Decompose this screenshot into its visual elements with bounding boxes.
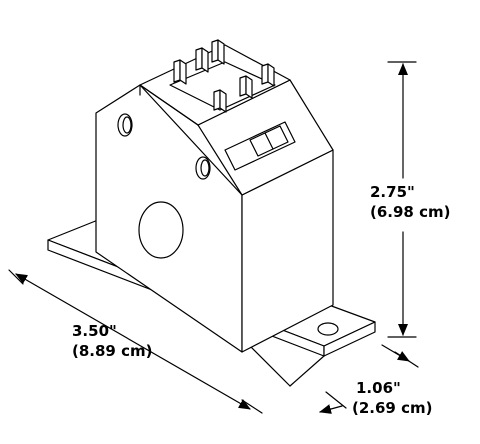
height-imperial-label: 2.75" <box>370 183 415 201</box>
terminal-pin-4 <box>213 89 227 113</box>
length-metric-label: (8.89 cm) <box>72 342 153 360</box>
width-imperial-label: 1.06" <box>356 379 401 397</box>
conductor-aperture <box>138 201 184 259</box>
base-plate-right-edge <box>323 321 376 357</box>
mounting-hole <box>317 322 339 336</box>
dimension-width <box>319 344 419 414</box>
terminal-block <box>169 39 276 113</box>
dimension-height <box>387 61 417 338</box>
height-metric-label: (6.98 cm) <box>370 203 451 221</box>
length-imperial-label: 3.50" <box>72 322 117 340</box>
terminal-pin-1 <box>173 59 187 85</box>
terminal-pin-6 <box>261 63 275 87</box>
width-metric-label: (2.69 cm) <box>352 399 433 417</box>
dimension-length <box>8 269 263 414</box>
terminal-pin-2 <box>195 47 209 73</box>
terminal-pin-3 <box>211 39 225 65</box>
terminal-pin-5 <box>239 75 253 99</box>
base-plate-right-step <box>289 355 325 387</box>
